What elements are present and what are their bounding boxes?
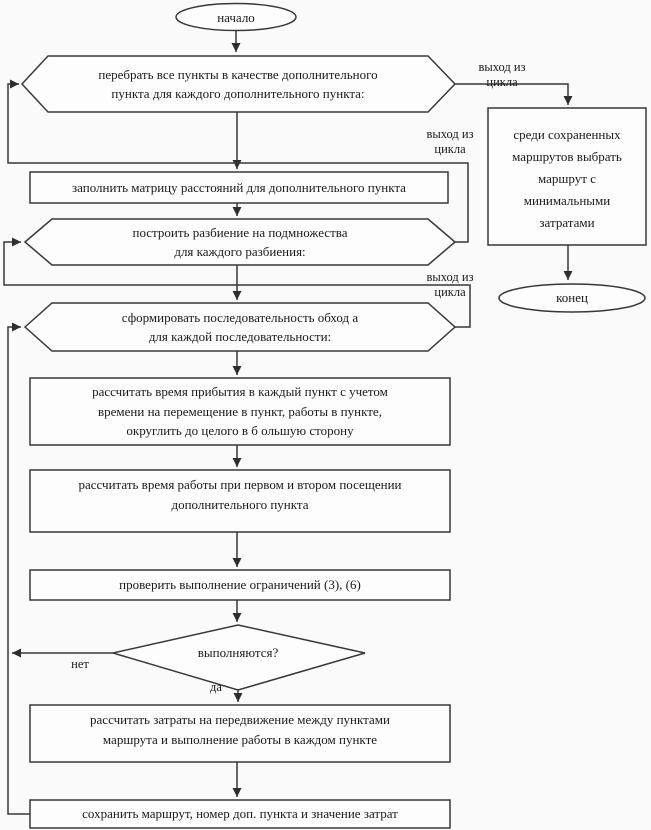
calc-costs-label: рассчитать затраты на передвижение между… bbox=[90, 712, 390, 748]
calc-arrival-rect bbox=[29, 377, 451, 446]
decision-label: выполняются? bbox=[197, 645, 279, 661]
fill-matrix-rect bbox=[29, 171, 449, 204]
loop-points-hexagon bbox=[20, 55, 457, 113]
loop-points-label: перебрать все пункты в качестве дополнит… bbox=[98, 66, 378, 102]
calc-work-rect bbox=[29, 469, 451, 533]
decision-diamond bbox=[110, 624, 366, 691]
end-label: конец bbox=[556, 290, 588, 306]
select-min-label: среди сохраненных маршрутов выбрать марш… bbox=[512, 126, 622, 230]
fill-matrix-label: заполнить матрицу расстояний для дополни… bbox=[72, 179, 406, 195]
conn-save-return bbox=[7, 322, 30, 815]
loop-sequences-label: сформировать последовательность обход а … bbox=[121, 309, 359, 345]
check-constraints-rect bbox=[29, 569, 451, 601]
save-route-label: сохранить маршрут, номер доп. пункта и з… bbox=[82, 806, 398, 822]
start-terminator bbox=[175, 2, 297, 32]
loop-sequences-hexagon bbox=[23, 302, 457, 352]
conn-loop2-exit-return bbox=[7, 79, 469, 243]
loop-partitions-label: построить разбиение на подмножества для … bbox=[132, 224, 348, 260]
yes-label: да bbox=[210, 680, 222, 694]
exit-loop2-label: выход из цикла bbox=[426, 127, 474, 156]
start-label: начало bbox=[217, 9, 255, 25]
calc-work-label: рассчитать время работы при первом и вто… bbox=[78, 477, 402, 513]
no-label: нет bbox=[71, 657, 89, 671]
exit-loop1-label: выход из цикла bbox=[478, 60, 526, 89]
check-constraints-label: проверить выполнение ограничений (3), (6… bbox=[119, 577, 361, 593]
calc-arrival-label: рассчитать время прибытия в каждый пункт… bbox=[92, 384, 388, 439]
loop-partitions-hexagon bbox=[23, 218, 457, 266]
exit-loop3-label: выход из цикла bbox=[426, 270, 474, 299]
conn-loop3-exit-return bbox=[3, 237, 471, 328]
conn-loop1-exit bbox=[455, 83, 573, 105]
save-route-rect bbox=[29, 799, 451, 829]
calc-costs-rect bbox=[29, 704, 451, 763]
select-min-rect bbox=[487, 107, 647, 246]
end-terminator bbox=[498, 283, 646, 313]
